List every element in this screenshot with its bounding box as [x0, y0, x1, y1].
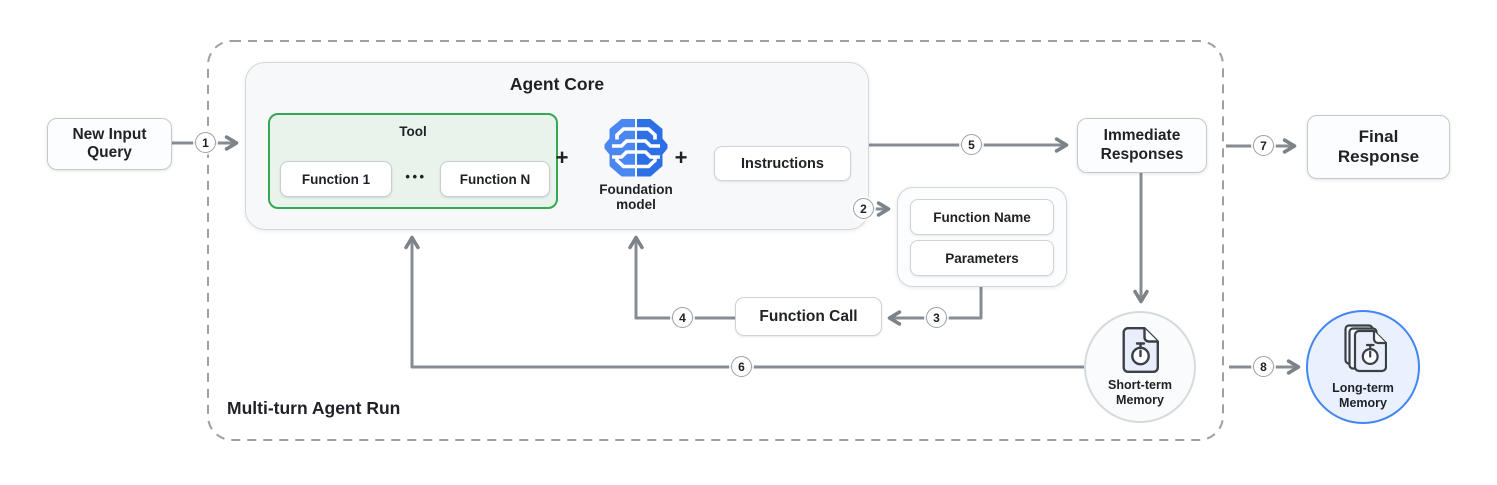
immediate-responses-label: Immediate Responses [1100, 127, 1184, 163]
short-term-memory-label: Short-term Memory [1108, 378, 1172, 407]
long-term-memory-node: Long-term Memory [1306, 310, 1420, 424]
connector-3-output-to-function-call [887, 285, 983, 326]
parameters-node: Parameters [910, 240, 1054, 276]
document-timer-icon [1122, 327, 1159, 374]
short-term-memory-node: Short-term Memory [1084, 311, 1196, 423]
function-name-label: Function Name [933, 209, 1031, 225]
plus-icon: + [674, 145, 688, 170]
step-8-badge: 8 [1253, 356, 1274, 377]
final-response-node: Final Response [1307, 115, 1450, 179]
foundation-model-icon [604, 119, 668, 177]
foundation-model-label: Foundation model [599, 182, 673, 213]
agent-core-title: Agent Core [509, 74, 605, 94]
parameters-label: Parameters [945, 250, 1019, 266]
tool-label: Tool [399, 124, 427, 139]
function-1-node: Function 1 [280, 161, 392, 197]
immediate-responses-node: Immediate Responses [1077, 118, 1207, 173]
instructions-label: Instructions [741, 155, 824, 172]
new-input-query-node: New Input Query [47, 118, 172, 170]
step-3-badge: 3 [926, 307, 947, 328]
multi-turn-boundary [207, 40, 1224, 441]
ellipsis-icon: ••• [405, 169, 427, 184]
step-6-badge: 6 [731, 356, 752, 377]
plus-icon: + [555, 145, 569, 170]
step-7-badge: 7 [1253, 135, 1274, 156]
new-input-query-label: New Input Query [72, 125, 147, 161]
function-output-group: Function Name Parameters [897, 187, 1067, 287]
function-name-node: Function Name [910, 199, 1054, 235]
step-5-badge: 5 [961, 134, 982, 155]
step-4-badge: 4 [672, 307, 693, 328]
final-response-label: Final Response [1337, 126, 1420, 166]
tool-group: Tool Function 1 ••• Function N [268, 113, 558, 209]
function-call-label: Function Call [759, 307, 858, 325]
connector-6-short-term-to-core [404, 235, 1084, 369]
instructions-node: Instructions [714, 146, 851, 181]
long-term-memory-label: Long-term Memory [1332, 381, 1394, 410]
stacked-documents-timer-icon [1343, 324, 1387, 373]
step-1-badge: 1 [195, 132, 216, 153]
multi-turn-agent-run-label: Multi-turn Agent Run [227, 398, 401, 418]
agent-core-container: Agent Core Tool Function 1 ••• Function … [245, 62, 869, 230]
function-n-node: Function N [440, 161, 550, 197]
step-2-badge: 2 [853, 198, 874, 219]
connector-4-function-call-to-core [628, 235, 735, 320]
function-call-node: Function Call [735, 297, 882, 336]
